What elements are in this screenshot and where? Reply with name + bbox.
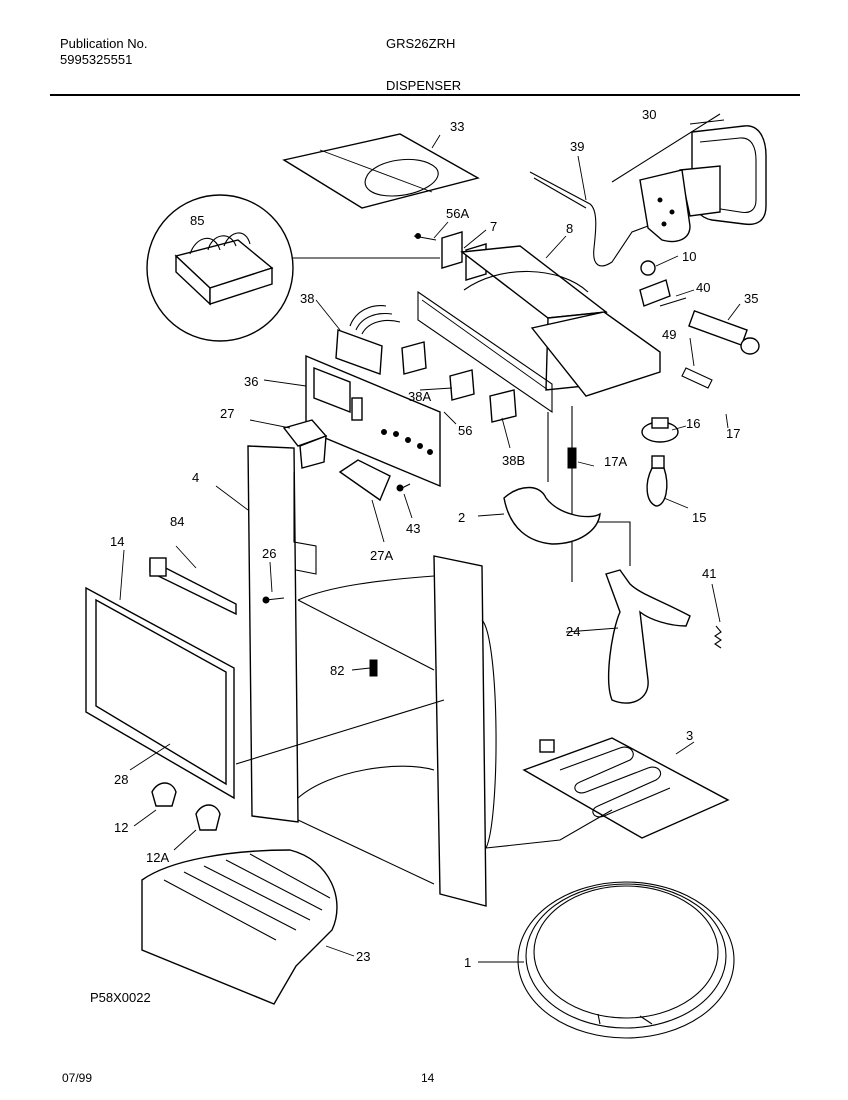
callout-35: 35 xyxy=(744,291,758,306)
part-41-spring xyxy=(714,625,722,649)
callout-12: 12 xyxy=(114,820,128,835)
part-85-transformer-detail xyxy=(146,194,440,342)
callout-28: 28 xyxy=(114,772,128,787)
callout-1: 1 xyxy=(464,955,471,970)
footer-page-number: 14 xyxy=(421,1071,435,1085)
callout-27A: 27A xyxy=(370,548,393,563)
callout-33: 33 xyxy=(450,119,464,134)
callout-14: 14 xyxy=(110,534,124,549)
section-title: DISPENSER xyxy=(386,78,462,93)
callout-4: 4 xyxy=(192,470,199,485)
callout-27: 27 xyxy=(220,406,234,421)
part-30-filter-assembly xyxy=(611,113,767,243)
part-24-paddle xyxy=(605,569,691,704)
callout-12A: 12A xyxy=(146,850,169,865)
callout-3: 3 xyxy=(686,728,693,743)
callout-10: 10 xyxy=(682,249,696,264)
callout-15: 15 xyxy=(692,510,706,525)
footer-date: 07/99 xyxy=(62,1071,93,1085)
callout-8: 8 xyxy=(566,221,573,236)
callout-17A: 17A xyxy=(604,454,627,469)
callout-39: 39 xyxy=(570,139,584,154)
callout-82: 82 xyxy=(330,663,344,678)
part-1-tubing-coil xyxy=(517,881,735,1039)
right-panel xyxy=(433,555,487,907)
callout-36: 36 xyxy=(244,374,258,389)
part-33-cover-plate xyxy=(282,133,480,209)
callout-16: 16 xyxy=(686,416,700,431)
part-8-dispenser-housing xyxy=(417,245,661,414)
callout-17: 17 xyxy=(726,426,740,441)
part-23-drip-tray xyxy=(141,849,338,1005)
callout-23: 23 xyxy=(356,949,370,964)
dispenser-column xyxy=(547,406,631,582)
callout-56A: 56A xyxy=(446,206,469,221)
part-12-clip xyxy=(151,782,177,807)
part-3-heater xyxy=(485,737,730,849)
model-number: GRS26ZRH xyxy=(386,36,456,51)
part-12A-clip xyxy=(195,804,221,831)
publication-number: 5995325551 xyxy=(60,52,133,67)
part-39-tube-and-valves xyxy=(529,171,760,389)
callout-2: 2 xyxy=(458,510,465,525)
callout-24: 24 xyxy=(566,624,580,639)
part-38A-38B-switches xyxy=(401,341,517,423)
callout-41: 41 xyxy=(702,566,716,581)
part-36-control-board xyxy=(305,354,441,488)
part-14-panel xyxy=(95,598,227,786)
publication-label: Publication No. xyxy=(60,36,148,51)
part-4-side-panel xyxy=(247,445,317,823)
callout-85: 85 xyxy=(190,213,204,228)
callout-7: 7 xyxy=(490,219,497,234)
callout-38A: 38A xyxy=(408,389,431,404)
part-2-funnel xyxy=(503,486,601,545)
part-15-bulb xyxy=(646,455,668,507)
diagram-code: P58X0022 xyxy=(90,990,151,1005)
callout-38B: 38B xyxy=(502,453,525,468)
part-27-bracket xyxy=(282,419,328,469)
callout-84: 84 xyxy=(170,514,184,529)
part-27A-actuator xyxy=(338,459,391,502)
callout-56: 56 xyxy=(458,423,472,438)
callout-labels: 33 56A 7 8 39 30 85 10 40 35 49 38 36 27… xyxy=(110,107,758,970)
callout-38: 38 xyxy=(300,291,314,306)
callout-leaders xyxy=(119,134,741,963)
part-16-light-socket xyxy=(641,417,679,443)
dispenser-floor xyxy=(235,575,497,885)
header-rule xyxy=(50,94,800,96)
callout-26: 26 xyxy=(262,546,276,561)
callout-43: 43 xyxy=(406,521,420,536)
callout-40: 40 xyxy=(696,280,710,295)
callout-30: 30 xyxy=(642,107,656,122)
callout-49: 49 xyxy=(662,327,676,342)
part-84-strip xyxy=(149,557,237,616)
part-17A-screw xyxy=(567,447,577,469)
part-38-wire-harness xyxy=(335,305,401,375)
